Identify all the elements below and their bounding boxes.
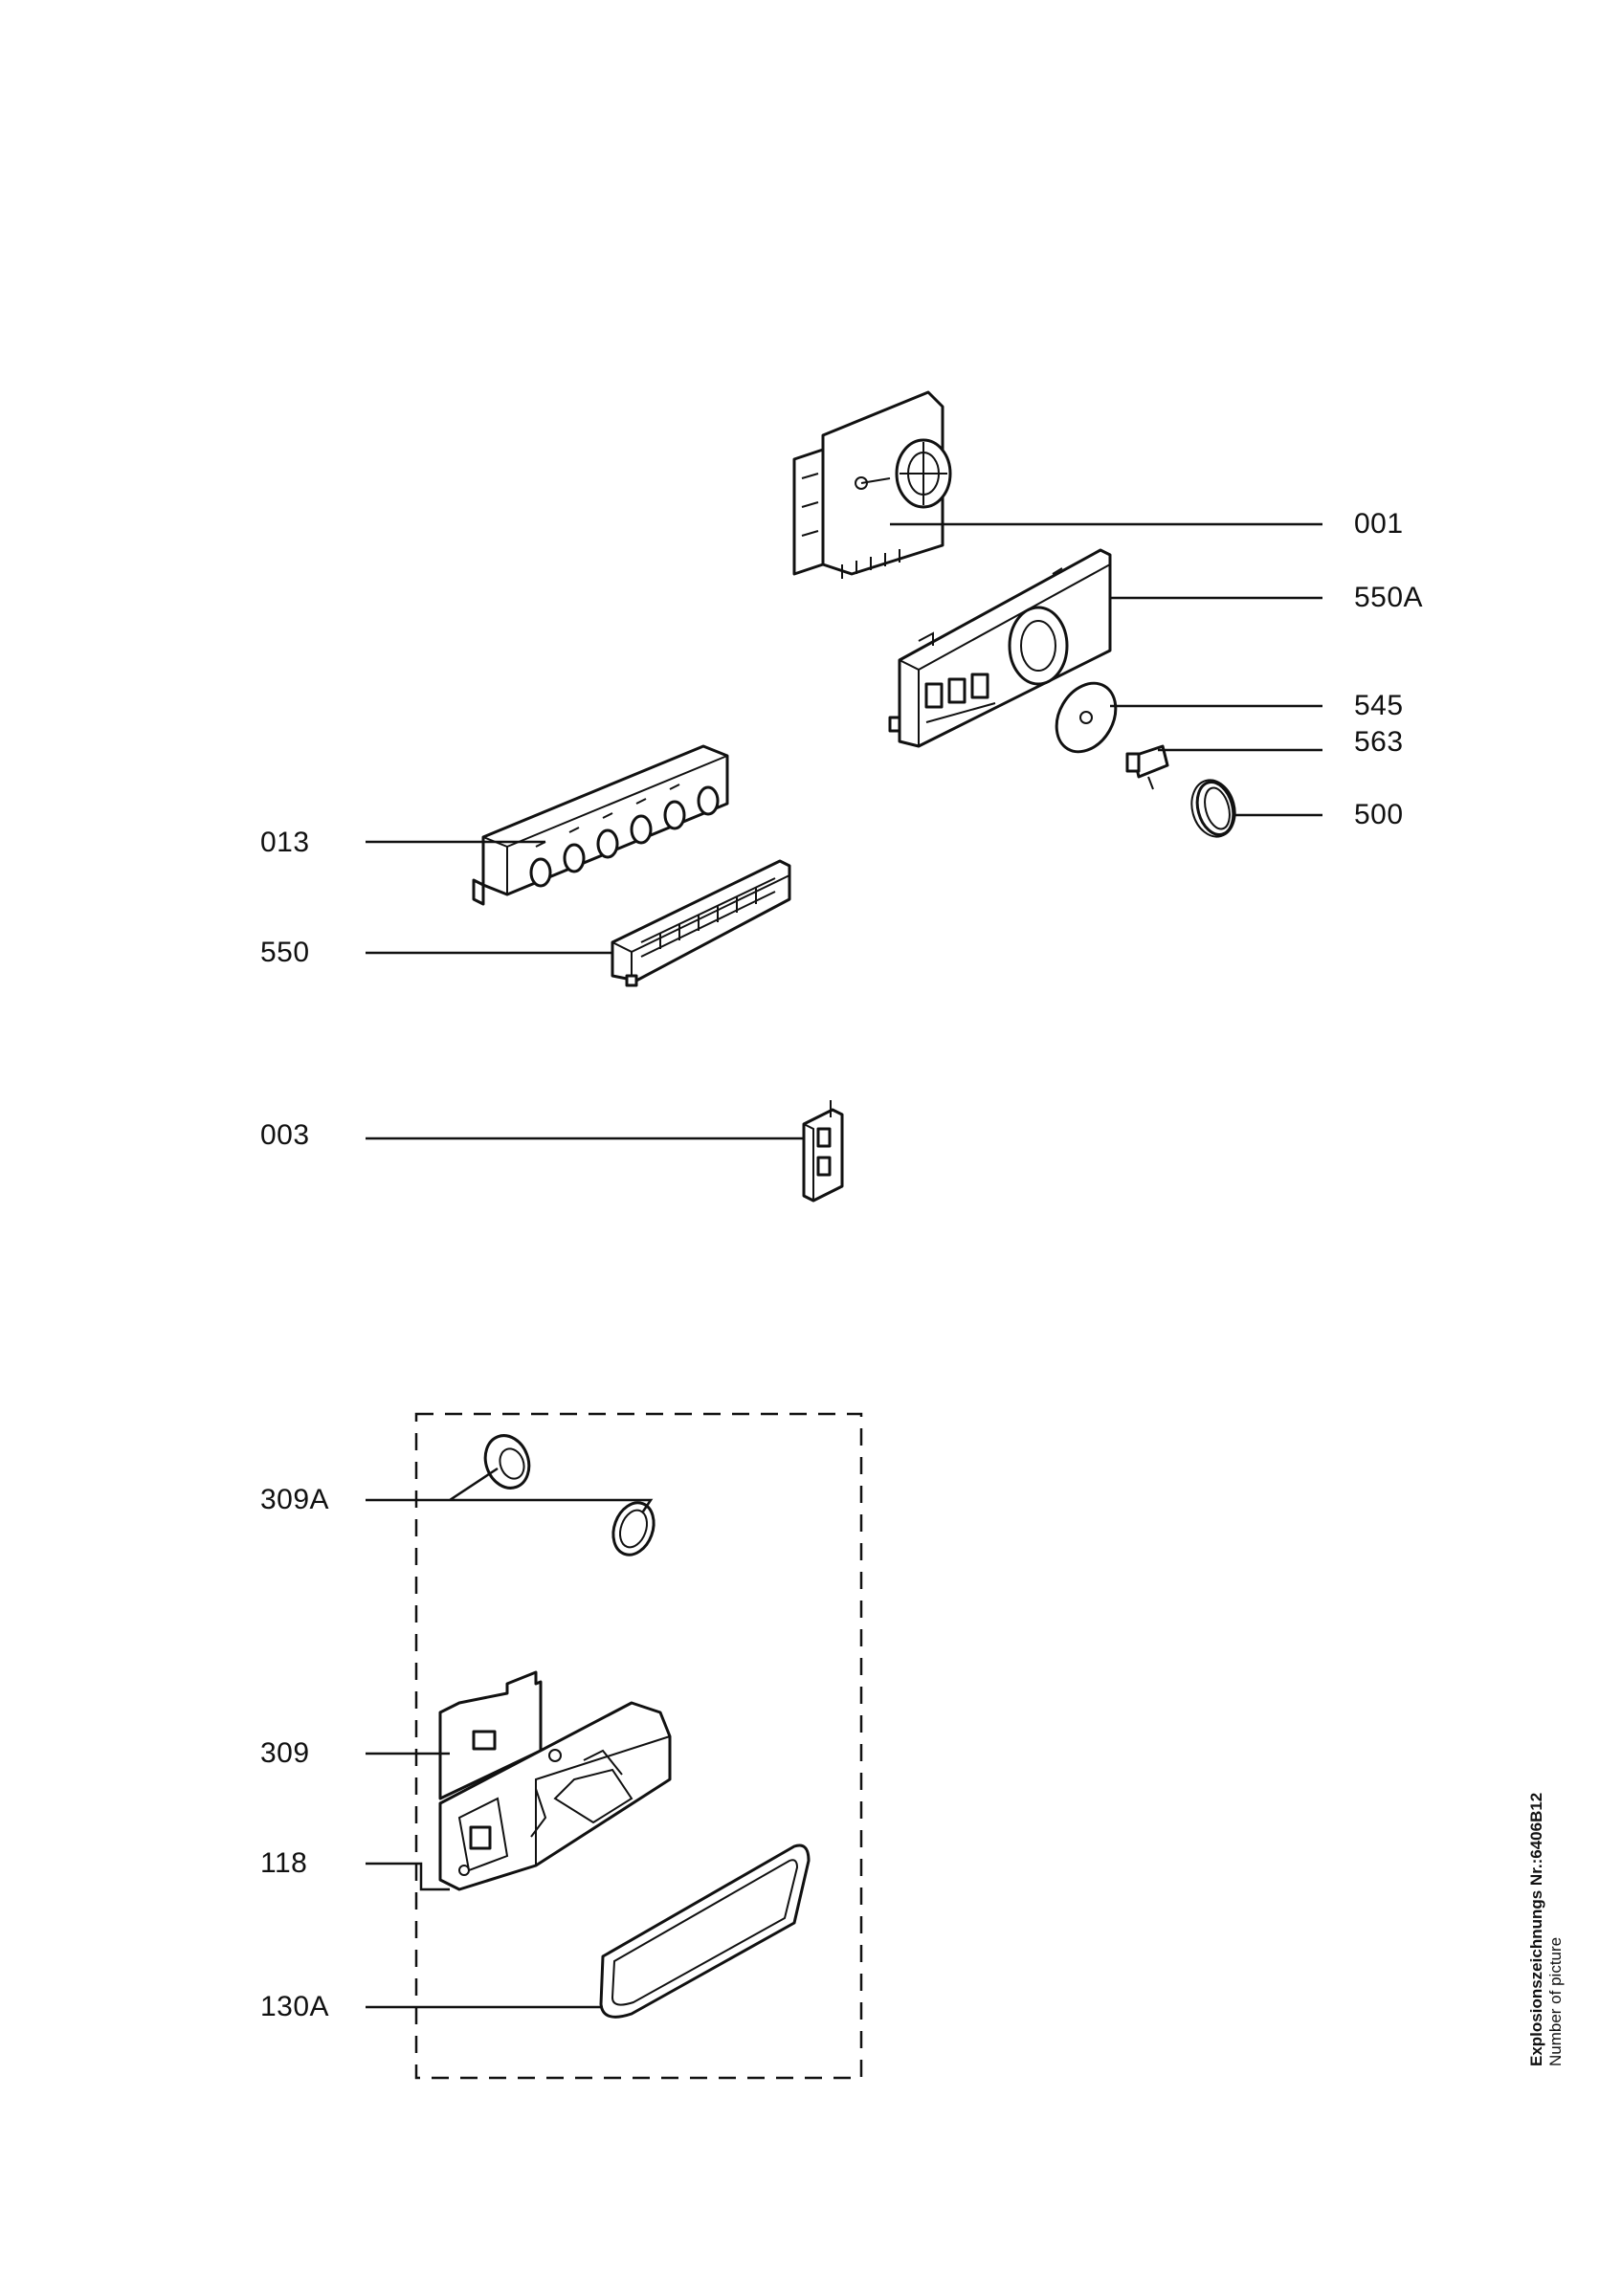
label-545: 545	[1354, 690, 1404, 721]
part-001-timer-unit	[792, 390, 952, 579]
label-500: 500	[1354, 799, 1404, 830]
part-500-cable-coil	[1190, 779, 1236, 838]
label-563: 563	[1354, 726, 1404, 758]
leader-118	[366, 1862, 450, 1891]
label-013: 013	[260, 827, 310, 858]
picture-number-caption: Explosionszeichnungs Nr.:6406B12 Number …	[1527, 1722, 1566, 2066]
dashed-group-box	[414, 1412, 863, 2080]
label-118: 118	[260, 1847, 308, 1879]
label-550: 550	[260, 937, 310, 968]
part-309-door-lock	[438, 1670, 672, 1891]
label-003: 003	[260, 1119, 310, 1151]
part-563-lamp-holder	[1125, 744, 1169, 790]
part-550A-control-panel	[888, 548, 1112, 748]
caption-drawing-number: Explosionszeichnungs Nr.:6406B12	[1527, 1792, 1545, 2066]
label-309A: 309A	[260, 1484, 330, 1515]
part-013-switch-block	[472, 744, 729, 906]
part-550-button-panel	[611, 859, 791, 987]
part-545-knob-disc	[1055, 681, 1118, 754]
leader-lines	[366, 522, 1322, 2009]
label-001: 001	[1354, 508, 1404, 540]
label-130A: 130A	[260, 1991, 330, 2022]
part-003-switch	[802, 1100, 844, 1203]
caption-number-of-picture: Number of picture	[1546, 1936, 1565, 2066]
leader-309A	[366, 1467, 654, 1512]
part-309A-nut	[483, 1434, 531, 1490]
part-130A-gasket	[599, 1843, 811, 2019]
label-550A: 550A	[1354, 582, 1424, 613]
label-309: 309	[260, 1737, 310, 1769]
part-309A-o-ring	[611, 1501, 655, 1556]
